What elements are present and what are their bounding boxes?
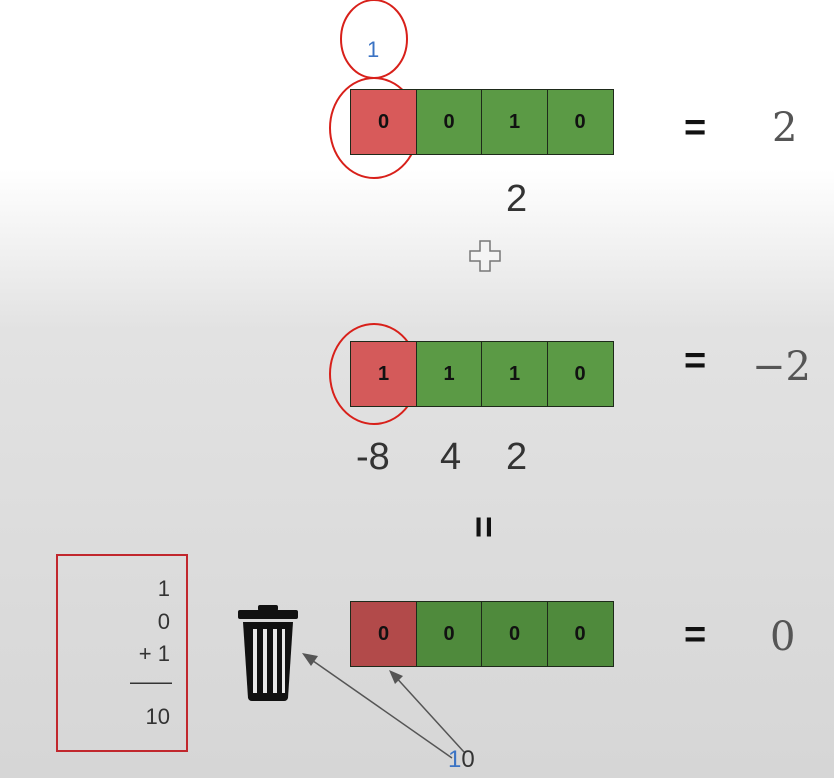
sign-bit-cell: 1 — [350, 341, 417, 407]
equals-sign-row-3: = — [684, 614, 707, 656]
bit-register-row-3: 0 0 0 0 — [350, 601, 614, 667]
equals-sign-row-1: = — [684, 107, 707, 149]
note-line: 1 — [157, 576, 170, 601]
bit-cell: 0 — [481, 601, 548, 667]
bit-register-row-1: 0 0 1 0 — [350, 89, 614, 155]
bit-register-row-2: 1 1 1 0 — [350, 341, 614, 407]
value-row-1: 2 — [772, 105, 798, 151]
bit-weight-label: 2 — [506, 178, 528, 220]
equals-sign-row-2: = — [684, 340, 707, 382]
trash-can-icon — [238, 605, 298, 701]
arrow-to-sign-bit-head — [389, 670, 403, 684]
value-row-3: 0 — [770, 614, 796, 660]
addition-note-box: 1 0 + 1 —— 10 — [56, 554, 188, 752]
note-line: —— — [130, 669, 172, 694]
overflow-carry-digit: 1 — [448, 746, 462, 773]
arrow-to-sign-bit — [392, 673, 465, 753]
note-line: 10 — [145, 704, 170, 729]
overflow-result-digit: 0 — [461, 746, 475, 773]
carry-digit-top: 1 — [367, 37, 380, 62]
bit-cell: 0 — [415, 601, 483, 667]
bit-cell: 1 — [415, 341, 483, 407]
bit-weight-label: 2 — [506, 436, 528, 478]
bit-cell: 0 — [546, 341, 614, 407]
plus-icon — [469, 240, 501, 272]
arrow-to-trash-head — [302, 653, 318, 666]
arrow-to-trash — [305, 655, 453, 759]
bit-cell: 0 — [415, 89, 483, 155]
sign-bit-cell: 0 — [350, 601, 417, 667]
sign-bit-cell: 0 — [350, 89, 417, 155]
note-line: + 1 — [138, 641, 170, 666]
bit-weight-label: 4 — [440, 436, 462, 478]
bit-weight-label: -8 — [356, 436, 390, 478]
equals-operator-icon: = — [462, 515, 505, 539]
overflow-label: 10 — [448, 748, 475, 772]
note-line: 0 — [157, 609, 170, 634]
value-row-2: −2 — [752, 344, 811, 390]
bit-cell: 1 — [481, 341, 548, 407]
bit-cell: 1 — [481, 89, 548, 155]
bit-cell: 0 — [546, 89, 614, 155]
bit-cell: 0 — [546, 601, 614, 667]
